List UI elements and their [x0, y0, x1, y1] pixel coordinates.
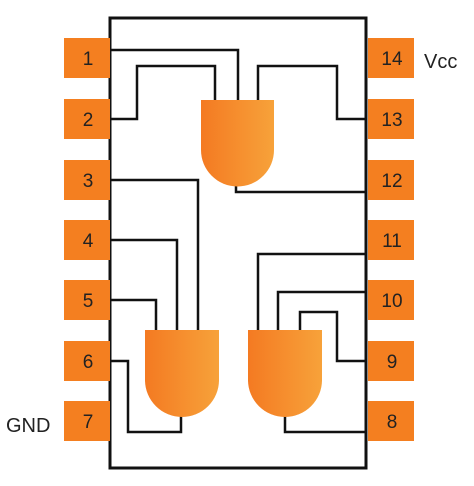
wire-pin5 — [110, 298, 158, 330]
gates — [145, 100, 322, 417]
pin-12: 12 — [368, 160, 414, 200]
wire-pin12 — [234, 186, 366, 194]
pin-8: 8 — [368, 401, 414, 441]
wire-pin1 — [110, 48, 240, 100]
and-gate-bottom-right — [248, 330, 322, 417]
pin-number: 12 — [381, 171, 402, 192]
gnd-label: GND — [6, 415, 50, 437]
wire-pin9 — [298, 310, 366, 363]
wire-pin13 — [256, 64, 366, 121]
pin-10: 10 — [368, 280, 414, 320]
wire-pin4 — [110, 238, 179, 330]
wire-pin10 — [276, 290, 366, 330]
pin-number: 10 — [381, 291, 402, 312]
pin-number: 13 — [381, 110, 402, 131]
pin-11: 11 — [368, 220, 414, 260]
pin-number: 11 — [382, 231, 402, 252]
pin-number: 7 — [83, 412, 94, 433]
right-pins: 14 13 12 11 10 9 8 — [368, 38, 414, 441]
pin-number: 8 — [387, 412, 398, 433]
pin-number: 14 — [381, 49, 403, 70]
vcc-label: Vcc — [424, 51, 457, 73]
and-gate-bottom-left — [145, 330, 219, 417]
pin-3: 3 — [64, 160, 110, 200]
pin-13: 13 — [368, 99, 414, 139]
wire-pin6 — [110, 359, 183, 434]
pin-14: 14 — [368, 38, 414, 78]
pin-number: 1 — [83, 49, 94, 70]
pin-9: 9 — [368, 341, 414, 381]
pin-4: 4 — [64, 220, 110, 260]
pin-number: 9 — [387, 352, 398, 373]
pin-2: 2 — [64, 99, 110, 139]
pin-6: 6 — [64, 341, 110, 381]
wiring — [110, 48, 366, 434]
pin-number: 4 — [83, 231, 94, 252]
wire-pin11 — [256, 252, 366, 330]
wire-pin8 — [283, 412, 366, 434]
pin-1: 1 — [64, 38, 110, 78]
pin-number: 3 — [83, 171, 94, 192]
wire-pin3 — [110, 178, 200, 330]
wire-pin2 — [110, 64, 217, 121]
pin-5: 5 — [64, 280, 110, 320]
and-gate-top — [201, 100, 274, 187]
pin-number: 2 — [83, 110, 94, 131]
left-pins: 1 2 3 4 5 6 7 — [64, 38, 110, 441]
pin-7: 7 — [64, 401, 110, 441]
pin-number: 6 — [83, 352, 94, 373]
pin-number: 5 — [83, 291, 94, 312]
